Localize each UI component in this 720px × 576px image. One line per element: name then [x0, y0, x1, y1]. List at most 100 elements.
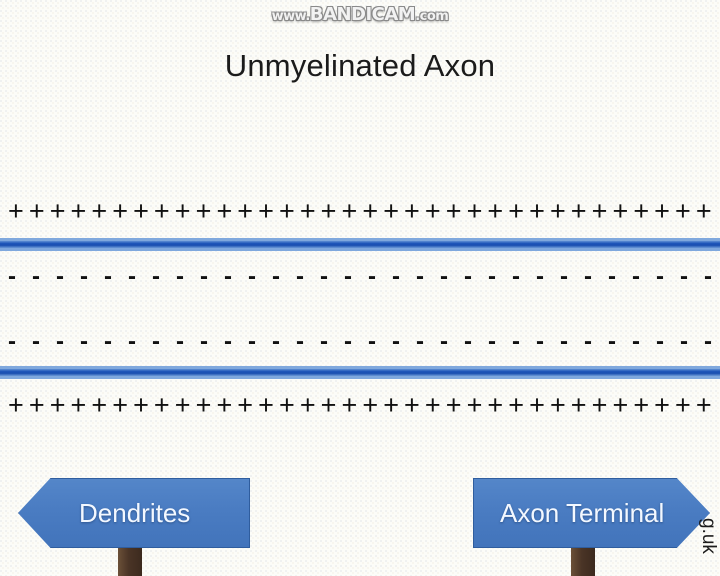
plus-sign: +	[28, 196, 45, 226]
membrane-core	[0, 241, 720, 248]
minus-sign: -	[512, 328, 520, 355]
plus-sign: +	[404, 196, 420, 226]
minus-sign: -	[536, 263, 544, 290]
plus-sign: +	[508, 196, 525, 226]
minus-sign: -	[680, 328, 688, 355]
minus-sign: -	[176, 263, 184, 290]
charge-row-plus-outer-bottom: ++++++++++++++++++++++++++++++++++	[8, 392, 712, 419]
plus-sign: +	[591, 196, 608, 226]
minus-sign: -	[368, 263, 376, 290]
plus-sign: +	[695, 196, 712, 226]
minus-sign: -	[224, 263, 232, 290]
plus-sign: +	[341, 390, 358, 420]
membrane-edge-upper	[0, 238, 720, 241]
plus-sign: +	[424, 390, 441, 420]
minus-sign: -	[128, 328, 136, 355]
minus-sign: -	[152, 263, 160, 290]
minus-sign: -	[632, 263, 640, 290]
plus-sign: +	[633, 196, 650, 226]
plus-sign: +	[675, 390, 691, 420]
plus-sign: +	[112, 390, 128, 420]
plus-sign: +	[216, 196, 233, 226]
minus-sign: -	[32, 328, 40, 355]
plus-sign: +	[299, 390, 316, 420]
plus-sign: +	[529, 390, 545, 420]
membrane-core	[0, 369, 720, 376]
minus-sign: -	[80, 263, 88, 290]
minus-sign: -	[248, 263, 256, 290]
minus-sign: -	[320, 328, 328, 355]
plus-sign: +	[424, 196, 441, 226]
plus-sign: +	[654, 390, 670, 420]
plus-sign: +	[91, 196, 108, 226]
minus-sign: -	[8, 263, 16, 290]
plus-sign: +	[70, 196, 87, 226]
minus-sign: -	[32, 263, 40, 290]
minus-sign: -	[536, 328, 544, 355]
watermark-prefix: www.	[271, 9, 311, 24]
minus-sign: -	[128, 263, 136, 290]
plus-sign: +	[8, 390, 24, 420]
page-title: Unmyelinated Axon	[224, 48, 496, 83]
sign-board-left-arrow[interactable]: Dendrites	[18, 478, 250, 548]
plus-sign: +	[278, 196, 295, 226]
minus-sign: -	[680, 263, 688, 290]
minus-sign: -	[392, 328, 400, 355]
plus-sign: +	[153, 196, 170, 226]
minus-sign: -	[488, 328, 496, 355]
plus-sign: +	[133, 390, 149, 420]
minus-sign: -	[368, 328, 376, 355]
plus-sign: +	[508, 390, 525, 420]
minus-sign: -	[224, 328, 232, 355]
plus-sign: +	[612, 196, 629, 226]
minus-sign: -	[272, 328, 280, 355]
membrane-edge-lower	[0, 376, 720, 379]
minus-sign: -	[440, 263, 448, 290]
charge-row-minus-inner-bottom: ------------------------------	[8, 330, 712, 354]
sign-label-dendrites: Dendrites	[79, 497, 191, 528]
plus-sign: +	[654, 196, 670, 226]
minus-sign: -	[608, 263, 616, 290]
plus-sign: +	[445, 390, 462, 420]
minus-sign: -	[656, 263, 664, 290]
watermark-suffix: .com	[415, 9, 449, 24]
minus-sign: -	[296, 263, 304, 290]
minus-sign: -	[560, 328, 568, 355]
minus-sign: -	[200, 328, 208, 355]
plus-sign: +	[195, 196, 212, 226]
minus-sign: -	[56, 328, 64, 355]
plus-sign: +	[445, 196, 462, 226]
plus-sign: +	[258, 196, 274, 226]
plus-sign: +	[549, 196, 566, 226]
charge-row-plus-outer-top: ++++++++++++++++++++++++++++++++++	[8, 198, 712, 225]
plus-sign: +	[675, 196, 691, 226]
plus-sign: +	[549, 390, 566, 420]
plus-sign: +	[49, 390, 66, 420]
plus-sign: +	[278, 390, 295, 420]
minus-sign: -	[416, 328, 424, 355]
watermark-brand: BANDICAM	[309, 4, 416, 25]
plus-sign: +	[487, 390, 504, 420]
plus-sign: +	[383, 196, 399, 226]
plus-sign: +	[28, 390, 45, 420]
plus-sign: +	[362, 196, 379, 226]
plus-sign: +	[133, 196, 149, 226]
minus-sign: -	[176, 328, 184, 355]
minus-sign: -	[560, 263, 568, 290]
sign-board-right-arrow[interactable]: Axon Terminal	[473, 478, 710, 548]
minus-sign: -	[704, 328, 712, 355]
minus-sign: -	[296, 328, 304, 355]
plus-sign: +	[91, 390, 108, 420]
plus-sign: +	[237, 196, 254, 226]
minus-sign: -	[584, 263, 592, 290]
minus-sign: -	[632, 328, 640, 355]
plus-sign: +	[341, 196, 358, 226]
plus-sign: +	[49, 196, 66, 226]
plus-sign: +	[404, 390, 420, 420]
plus-sign: +	[237, 390, 254, 420]
plus-sign: +	[612, 390, 629, 420]
plus-sign: +	[466, 390, 483, 420]
minus-sign: -	[8, 328, 16, 355]
plus-sign: +	[570, 390, 587, 420]
